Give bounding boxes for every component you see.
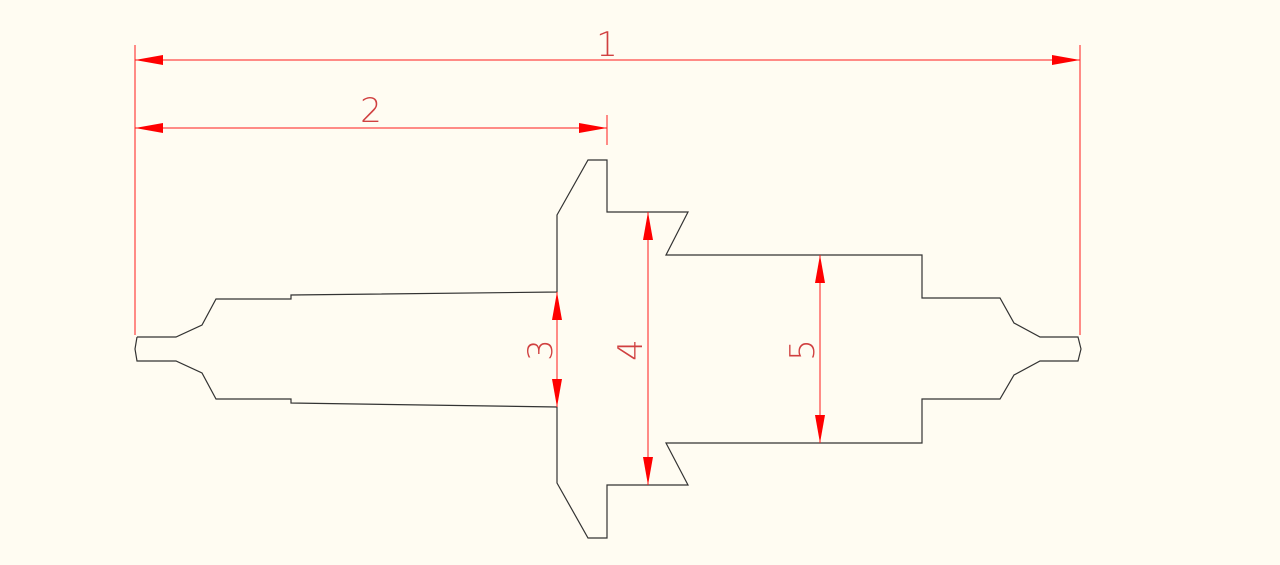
arrowhead	[135, 55, 163, 65]
dimension-5: 5	[783, 255, 825, 443]
dimension-2: 2	[135, 91, 608, 145]
arrowhead	[815, 415, 825, 443]
dimension-label: 4	[611, 339, 651, 361]
dimension-label: 5	[783, 339, 823, 361]
arrowhead	[815, 255, 825, 283]
arrowhead	[643, 212, 653, 240]
dimension-label: 1	[596, 25, 618, 65]
dimension-4: 4	[611, 212, 653, 485]
dimension-label: 3	[521, 339, 561, 361]
dimension-1: 1	[134, 25, 1081, 335]
dimension-label: 2	[360, 91, 382, 131]
arrowhead	[552, 292, 562, 320]
arrowhead	[643, 457, 653, 485]
arrowhead	[1052, 55, 1080, 65]
dimension-3: 3	[521, 292, 562, 407]
part-outline	[134, 159, 1082, 539]
arrowhead	[552, 379, 562, 407]
arrowhead	[135, 123, 163, 133]
arrowhead	[579, 123, 607, 133]
